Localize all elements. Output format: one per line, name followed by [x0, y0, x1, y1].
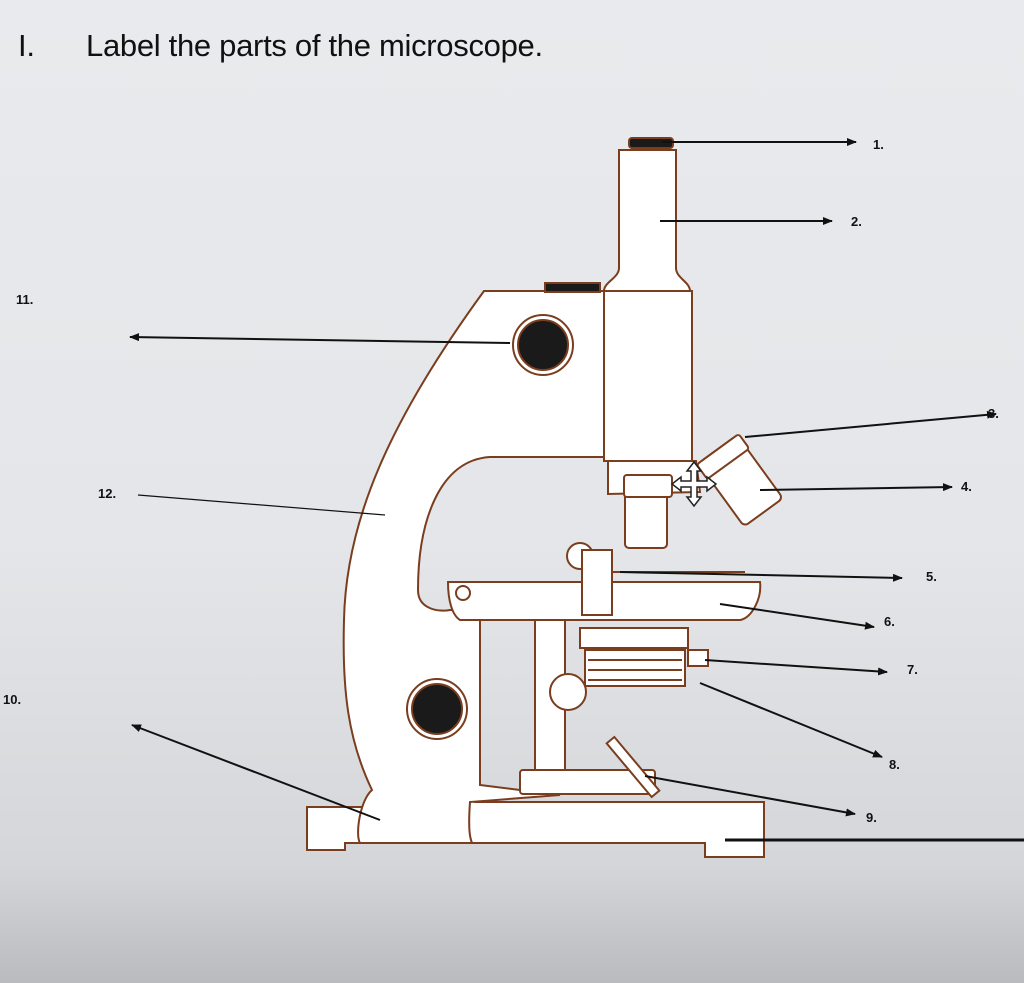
- label-11: 11.: [16, 292, 34, 307]
- label-10: 10.: [3, 692, 22, 707]
- body-tube: [603, 290, 693, 462]
- leader-6: [719, 603, 875, 630]
- leader-11: [129, 333, 511, 344]
- mirror-arm: [605, 735, 661, 799]
- instruction-text: Label the parts of the microscope.: [86, 28, 543, 63]
- stage-clip: [581, 549, 613, 616]
- move-cursor-icon: [670, 460, 718, 508]
- mirror: [519, 769, 656, 795]
- label-1: 1.: [873, 137, 884, 152]
- leader-7: [704, 659, 888, 676]
- diaphragm-lever: [687, 649, 709, 667]
- objective-center: [624, 491, 668, 549]
- label-6: 6.: [884, 614, 895, 629]
- leader-4: [759, 483, 953, 492]
- leader-9: [644, 775, 856, 817]
- leader-10: [131, 724, 381, 821]
- leader-5: [619, 571, 903, 582]
- leader-12: [137, 494, 386, 516]
- arm-top-cap: [544, 282, 601, 293]
- label-4: 4.: [961, 479, 972, 494]
- label-2: 2.: [851, 214, 862, 229]
- leader-8: [699, 682, 883, 758]
- objective-right-band: [696, 434, 750, 479]
- condenser-knob: [549, 673, 587, 711]
- label-12: 12.: [98, 486, 117, 501]
- label-7: 7.: [907, 662, 918, 677]
- condenser-housing: [579, 627, 689, 649]
- label-3: 3.: [988, 406, 999, 421]
- label-9: 9.: [866, 810, 877, 825]
- label-8: 8.: [889, 757, 900, 772]
- leader-3: [744, 410, 997, 438]
- section-number: I.: [18, 28, 35, 63]
- objective-center-band: [623, 474, 673, 498]
- label-5: 5.: [926, 569, 937, 584]
- stage-hole-left: [455, 585, 471, 601]
